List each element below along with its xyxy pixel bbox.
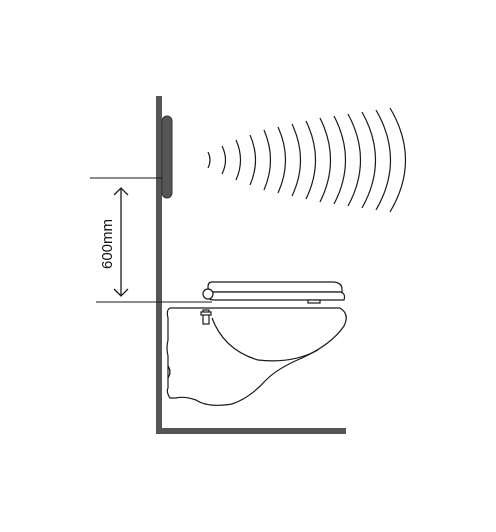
dimension-reference-lines	[90, 177, 212, 303]
seat-hinge	[202, 288, 214, 300]
fixing-bolt	[200, 309, 212, 325]
seat-bumper	[307, 299, 321, 304]
double-arrow-icon	[113, 187, 129, 297]
dimension-label: 600mm	[99, 219, 116, 269]
floor	[156, 428, 346, 434]
wall-and-floor	[156, 96, 346, 434]
toilet-bowl	[166, 307, 347, 406]
wall-hung-toilet-icon	[166, 281, 347, 406]
signal-waves-icon	[207, 107, 406, 213]
bowl-inner-line	[211, 317, 319, 362]
toilet-lid	[207, 281, 343, 293]
toilet-seat	[207, 291, 346, 301]
bowl-side-detail	[167, 365, 171, 379]
sensor-device-icon	[161, 115, 173, 199]
wall	[156, 96, 162, 434]
